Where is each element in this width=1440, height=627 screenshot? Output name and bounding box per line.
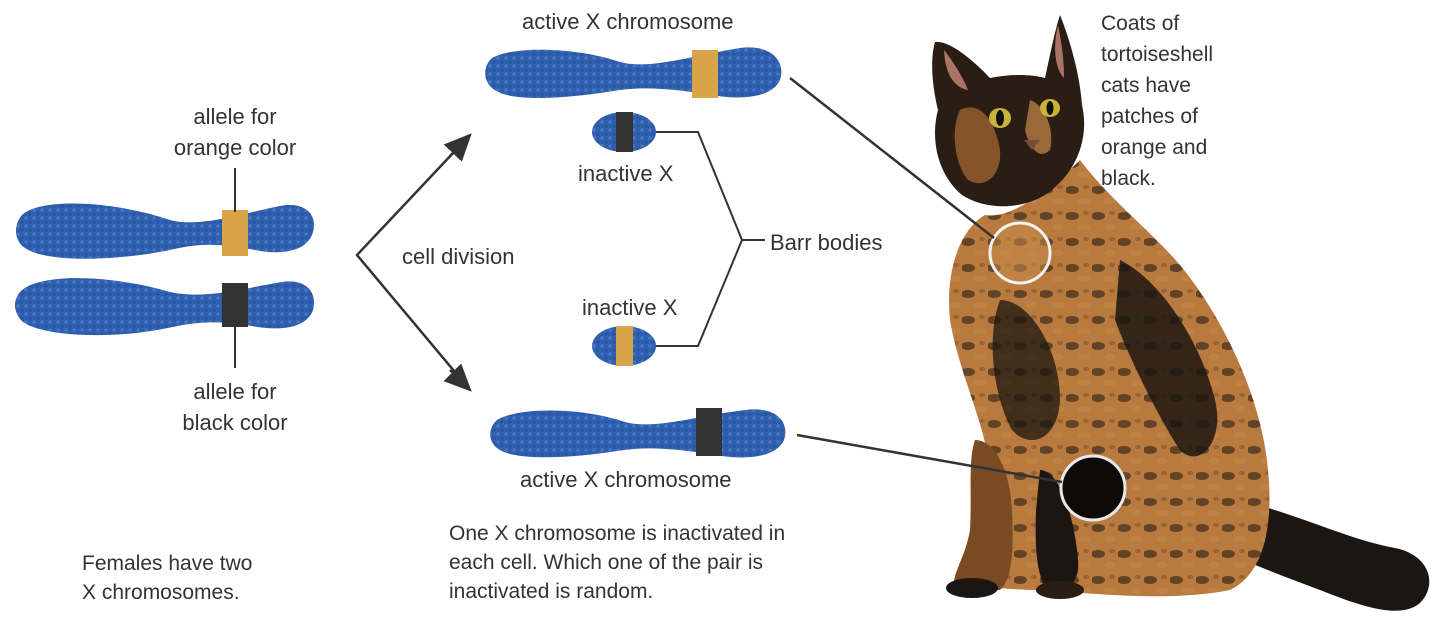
allele-black-label: allele for black color (182, 379, 288, 435)
inactivation-caption: One X chromosome is inactivated in each … (449, 522, 786, 603)
active-x-chromosome-bottom (490, 408, 786, 458)
chromosome-pair-left (15, 168, 315, 368)
pointer-line-orange (789, 77, 995, 239)
cat-tail (1220, 500, 1430, 611)
cell-division-label: cell division (402, 244, 515, 269)
inactive-x-bottom-label: inactive X (582, 295, 678, 320)
patch-indicators (789, 77, 1127, 522)
black-patch-circle (1059, 454, 1127, 522)
barr-bodies-label: Barr bodies (770, 230, 883, 255)
inactive-x-top (592, 112, 656, 152)
females-caption: Females have two X chromosomes. (82, 552, 253, 604)
allele-orange-label: allele for orange color (173, 104, 297, 160)
active-x-bottom-label: active X chromosome (520, 467, 732, 492)
cat-caption: Coats of tortoiseshell cats have patches… (1101, 12, 1214, 190)
cat-paw-right (1036, 581, 1084, 599)
black-allele-band (222, 283, 248, 327)
inactive-x-top-label: inactive X (578, 161, 674, 186)
orange-patch-circle (988, 221, 1052, 285)
cat-front-legs (953, 440, 1013, 590)
active-x-top-label: active X chromosome (522, 9, 734, 34)
pointer-line-black (796, 433, 1063, 484)
orange-allele-band (222, 210, 248, 256)
active-x-chromosome-top (485, 47, 782, 99)
cell-division-arrows (355, 133, 472, 392)
barr-bodies-bracket (656, 131, 765, 347)
cat-paw-left (946, 578, 998, 598)
inactive-x-bottom (592, 326, 656, 366)
